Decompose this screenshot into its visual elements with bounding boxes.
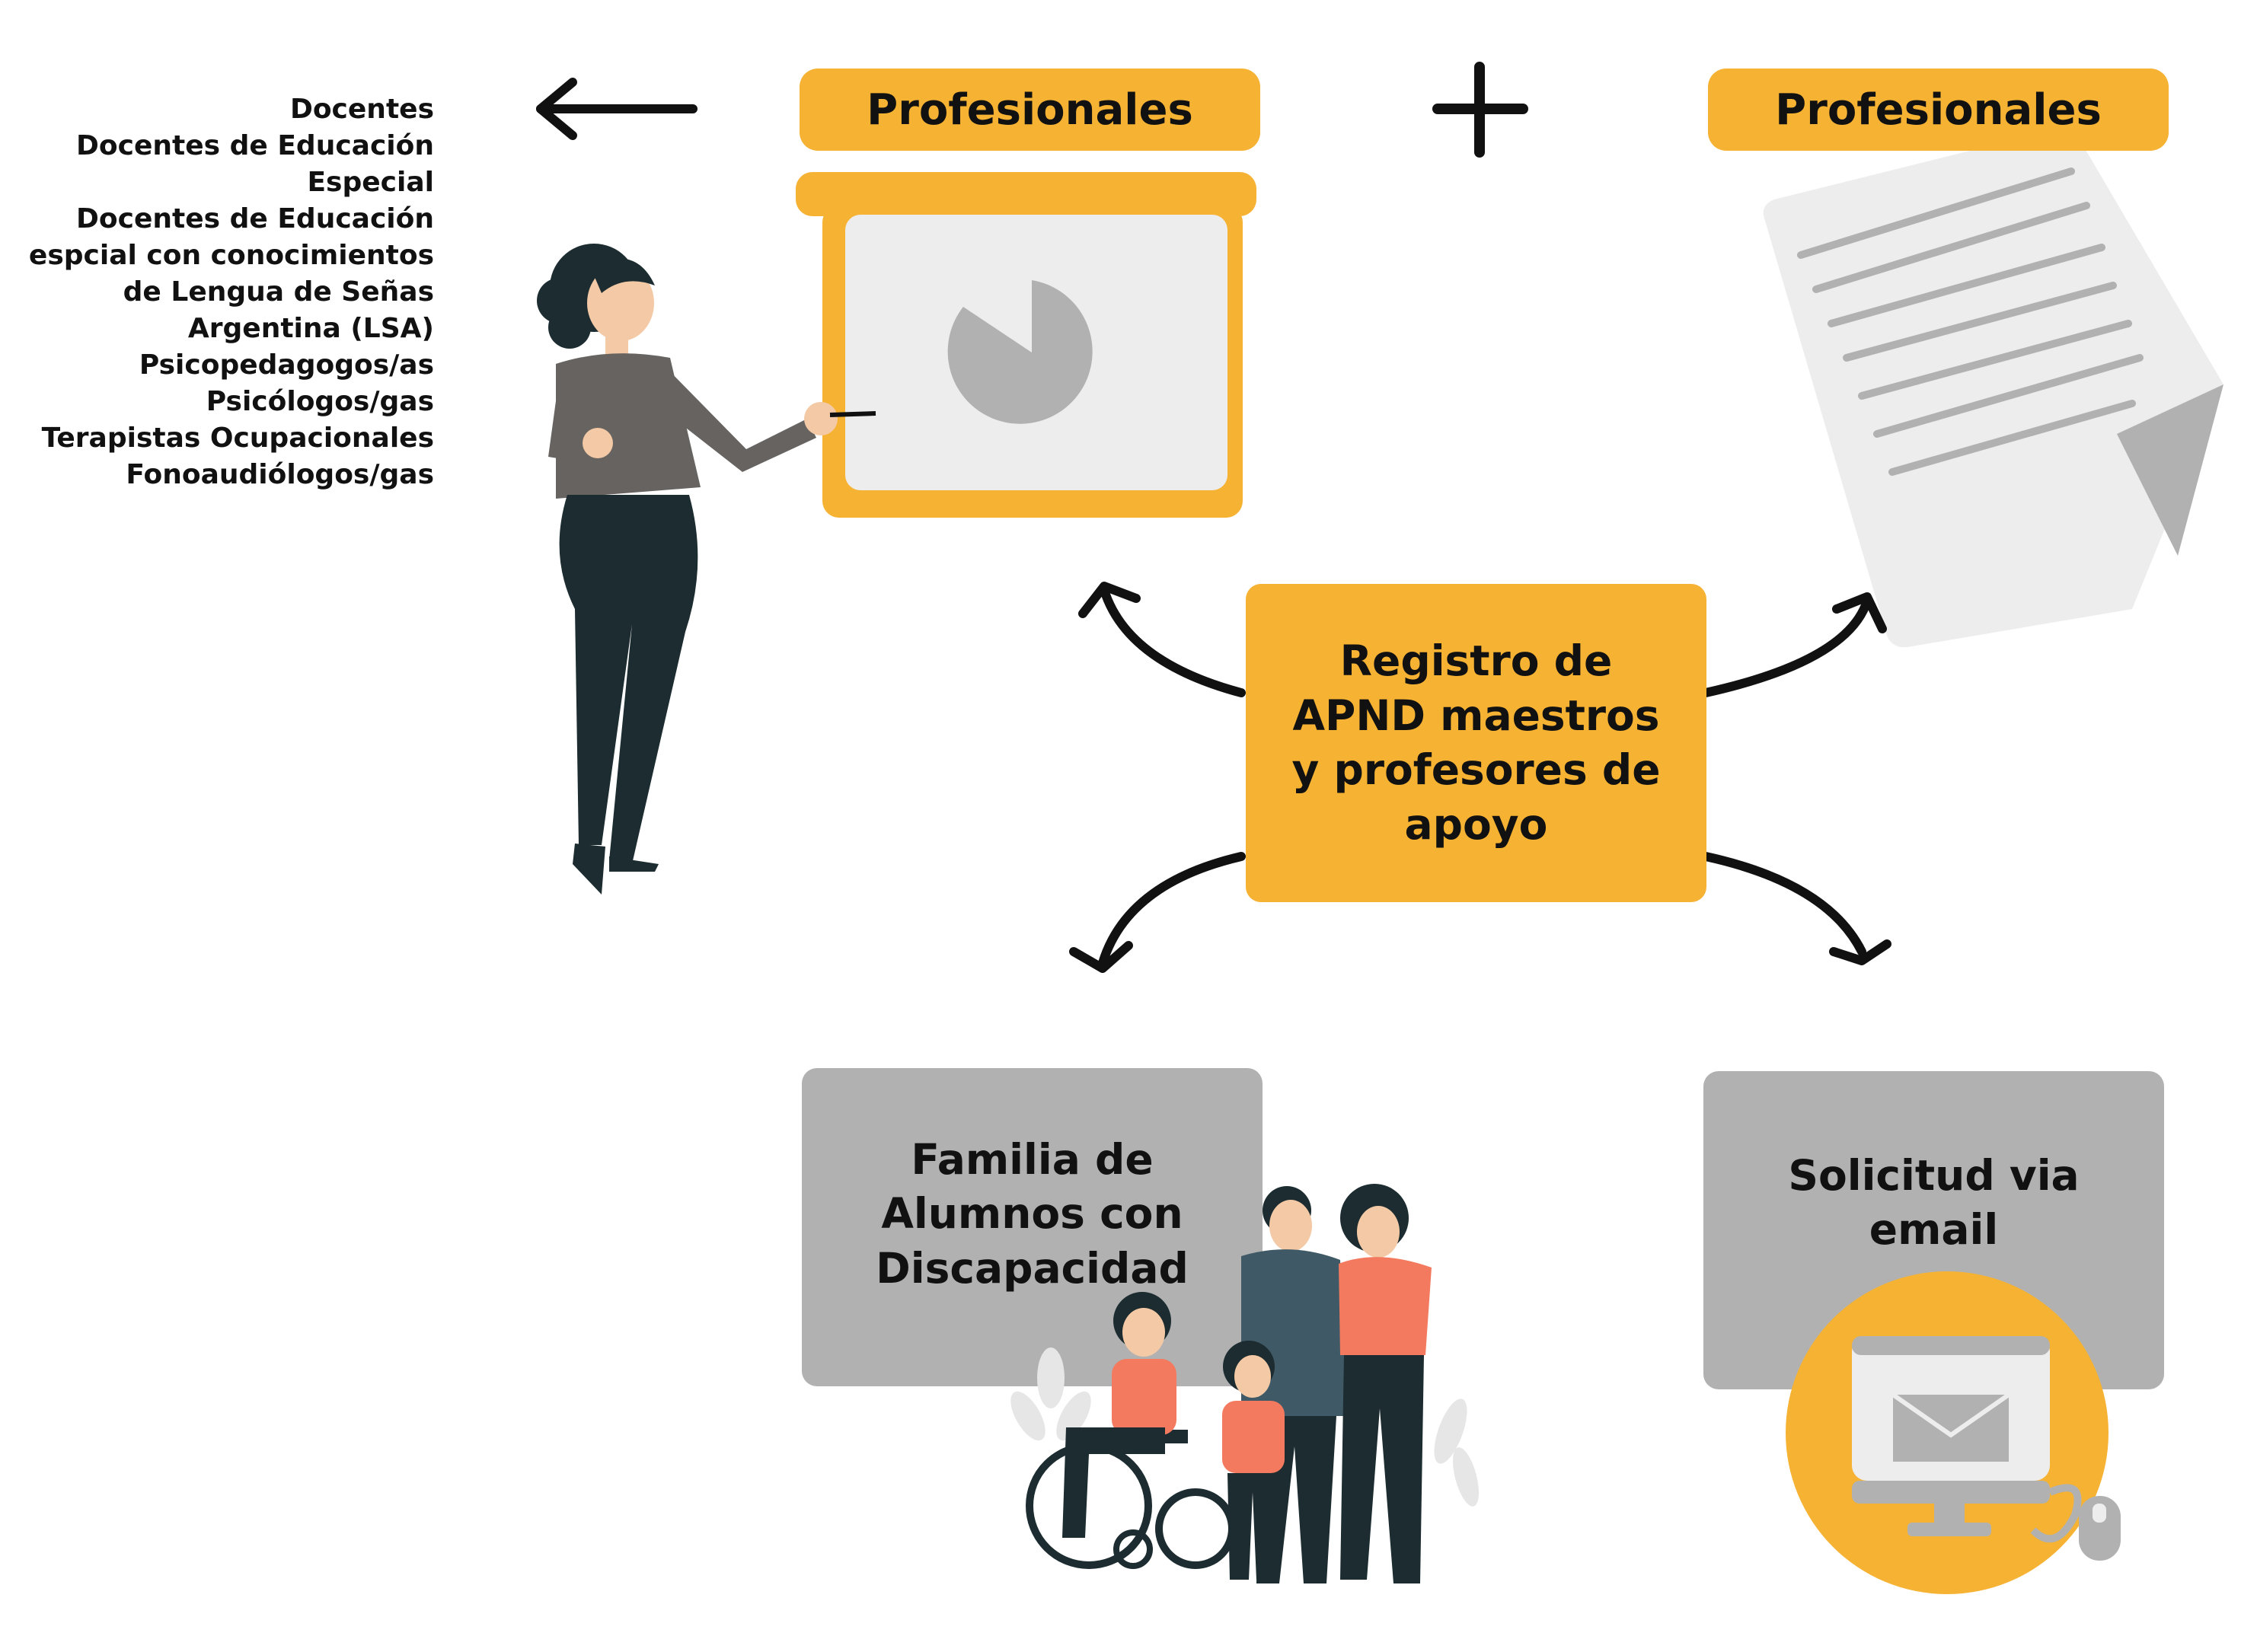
email-line: email xyxy=(1869,1205,1999,1254)
left-arrow-icon xyxy=(536,78,698,140)
envelope-icon xyxy=(1891,1392,2010,1462)
list-item: Psicopedagogos/as xyxy=(139,349,434,381)
list-item: Psicólogos/gas xyxy=(206,386,434,417)
pie-chart-icon xyxy=(947,280,1093,424)
mouse-icon xyxy=(2079,1496,2121,1561)
professionals-label-right: Profesionales xyxy=(1708,69,2169,151)
professionals-list: Docentes Docentes de Educación Especial … xyxy=(15,91,434,493)
document-icon xyxy=(1763,129,2223,648)
list-item: Especial xyxy=(307,167,434,198)
list-item: Fonoaudiólogos/gas xyxy=(126,459,434,490)
family-line: Familia de xyxy=(911,1134,1154,1184)
list-item: Docentes de Educación xyxy=(76,130,434,161)
family-line: Discapacidad xyxy=(876,1243,1189,1293)
professionals-label-left: Profesionales xyxy=(800,69,1260,151)
list-item: Docentes de Educación xyxy=(76,203,434,234)
center-registry-node: Registro de APND maestros y profesores d… xyxy=(1246,584,1706,902)
center-line: apoyo xyxy=(1404,799,1548,849)
list-item: Docentes xyxy=(289,94,434,125)
family-box-text: Familia de Alumnos con Discapacidad xyxy=(802,1127,1263,1302)
list-item: Argentina (LSA) xyxy=(187,313,434,344)
center-line: y profesores de xyxy=(1291,745,1661,794)
presentation-board-icon xyxy=(796,172,1256,518)
list-item: espcial con conocimientos xyxy=(28,240,434,271)
family-line: Alumnos con xyxy=(881,1189,1183,1239)
list-item: Terapistas Ocupacionales xyxy=(41,423,434,454)
email-line: Solicitud via xyxy=(1788,1150,2080,1200)
plus-icon xyxy=(1432,62,1528,158)
list-item: de Lengua de Señas xyxy=(123,276,434,308)
teacher-illustration xyxy=(537,244,876,895)
flow-arrows xyxy=(1069,582,1891,973)
computer-email-icon xyxy=(1786,1271,2121,1594)
center-line: Registro de xyxy=(1339,636,1613,685)
center-line: APND maestros xyxy=(1292,690,1660,740)
email-box-text: Solicitud via email xyxy=(1703,1142,2164,1264)
family-illustration xyxy=(1010,1184,1480,1583)
